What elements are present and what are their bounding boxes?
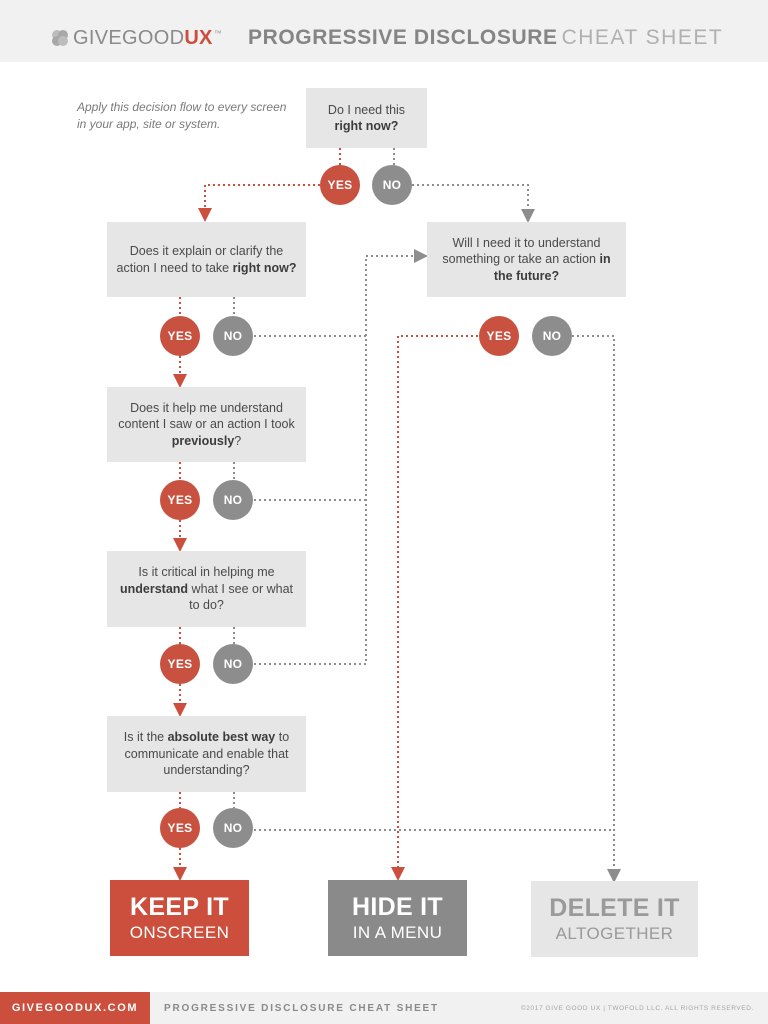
result-hide-it-in-menu: HIDE IT IN A MENU xyxy=(328,880,467,956)
logo-trademark: ™ xyxy=(213,29,222,38)
no-node-q5: NO xyxy=(213,644,253,684)
question-absolute-best-way: Is it the absolute best way to communica… xyxy=(107,716,306,792)
yes-node-q3: YES xyxy=(479,316,519,356)
footer-copyright: ©2017 GIVE GOOD UX | TWOFOLD LLC. ALL RI… xyxy=(520,1005,754,1012)
intro-text: Apply this decision flow to every screen… xyxy=(77,100,287,131)
question-understand-previously: Does it help me understand content I saw… xyxy=(107,387,306,462)
result-keep-it-onscreen: KEEP IT ONSCREEN xyxy=(110,880,249,956)
footer-title: PROGRESSIVE DISCLOSURE CHEAT SHEET xyxy=(164,1003,439,1014)
logo[interactable]: GIVEGOODUX ™ xyxy=(50,27,222,49)
result-delete-it-altogether: DELETE IT ALTOGETHER xyxy=(531,881,698,957)
no-node-q4: NO xyxy=(213,480,253,520)
logo-text: GIVEGOODUX xyxy=(73,27,213,49)
no-node-q2: NO xyxy=(213,316,253,356)
question-critical-understanding: Is it critical in helping me understand … xyxy=(107,551,306,627)
no-node-q6: NO xyxy=(213,808,253,848)
question-explain-clarify: Does it explain or clarify the action I … xyxy=(107,222,306,297)
question-need-in-future: Will I need it to understand something o… xyxy=(427,222,626,297)
no-node-q3: NO xyxy=(532,316,572,356)
yes-node-q6: YES xyxy=(160,808,200,848)
footer: GIVEGOODUX.COM PROGRESSIVE DISCLOSURE CH… xyxy=(0,992,768,1024)
yes-node-q1: YES xyxy=(320,165,360,205)
footer-site-link[interactable]: GIVEGOODUX.COM xyxy=(0,992,150,1024)
yes-node-q4: YES xyxy=(160,480,200,520)
yes-node-q2: YES xyxy=(160,316,200,356)
logo-icon xyxy=(52,30,68,46)
no-node-q1: NO xyxy=(372,165,412,205)
yes-node-q5: YES xyxy=(160,644,200,684)
